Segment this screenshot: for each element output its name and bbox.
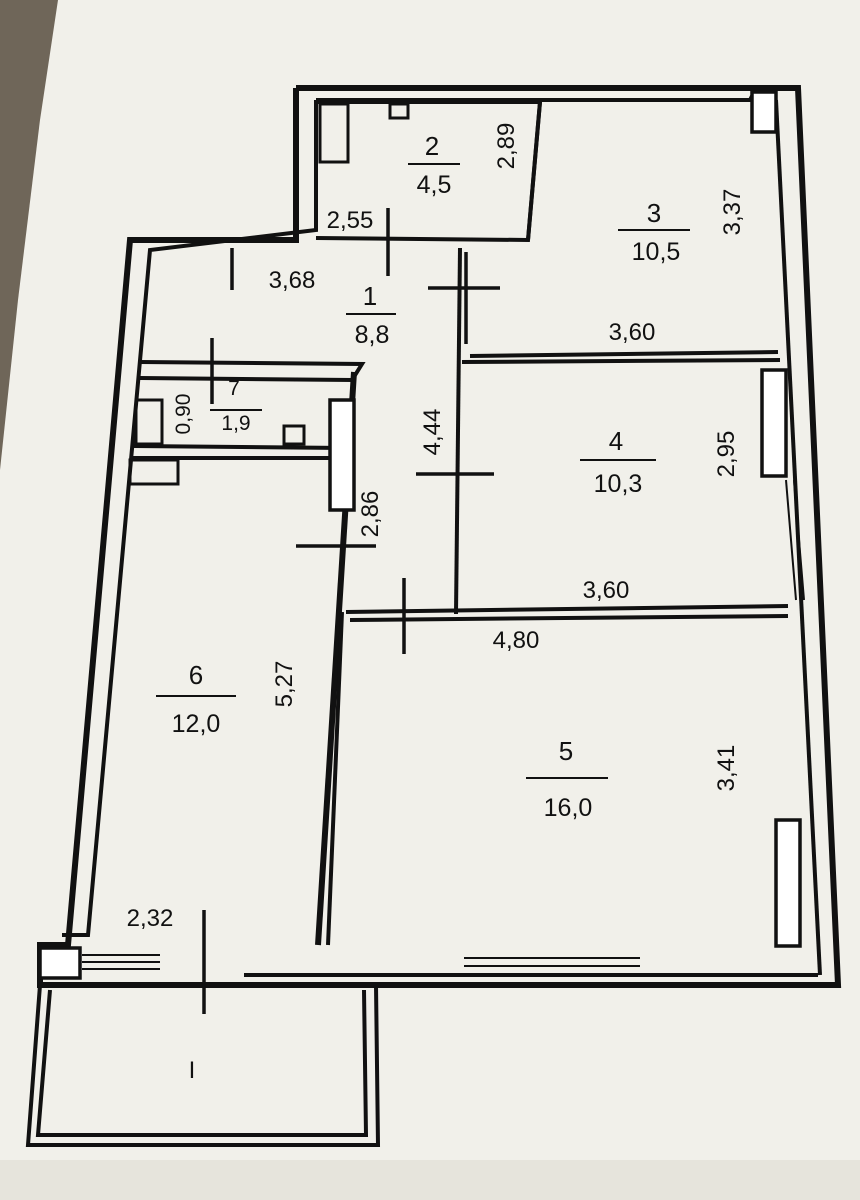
- door-markers: [202, 208, 500, 1014]
- room-1-area: 8,8: [355, 321, 390, 349]
- room-2-number: 2: [425, 131, 439, 161]
- room-3-area: 10,5: [632, 238, 681, 266]
- dimension-3-41: 3,41: [713, 745, 740, 792]
- room-5-number: 5: [559, 736, 573, 766]
- room-5-label: 5 16,0: [526, 736, 608, 822]
- balcony-mark: I: [189, 1057, 196, 1084]
- room-6-label: 6 12,0: [156, 660, 236, 738]
- room-3-number: 3: [647, 198, 661, 228]
- room-6-area: 12,0: [172, 710, 221, 738]
- room-7-number: 7: [228, 377, 240, 400]
- dimension-5-27: 5,27: [271, 661, 298, 708]
- room-4-number: 4: [609, 426, 623, 456]
- dimension-3-60-mid: 3,60: [583, 577, 630, 604]
- dimension-2-95: 2,95: [713, 431, 740, 478]
- windows: [38, 90, 805, 980]
- room-6-number: 6: [189, 660, 203, 690]
- dimension-3-60-top: 3,60: [609, 319, 656, 346]
- dimension-3-68: 3,68: [269, 267, 316, 294]
- dimension-4-44: 4,44: [419, 409, 446, 456]
- dimension-0-90: 0,90: [172, 394, 195, 435]
- room-4-label: 4 10,3: [580, 426, 656, 498]
- room-2-area: 4,5: [417, 171, 452, 199]
- room-1-number: 1: [363, 281, 377, 311]
- room-2-label: 2 4,5: [408, 131, 460, 199]
- room-7-label: 7 1,9: [210, 377, 262, 435]
- room-4-area: 10,3: [594, 470, 643, 498]
- dimension-2-55: 2,55: [327, 207, 374, 234]
- interior-walls: [128, 247, 789, 946]
- dimension-2-86: 2,86: [357, 491, 384, 538]
- room-5-area: 16,0: [544, 794, 593, 822]
- dimension-3-37: 3,37: [719, 189, 746, 236]
- dimension-4-80: 4,80: [493, 627, 540, 654]
- room-2-walls: [315, 100, 543, 243]
- balcony: [25, 984, 381, 1147]
- room-7-area: 1,9: [221, 412, 250, 435]
- room-3-label: 3 10,5: [618, 198, 690, 266]
- dimension-2-89: 2,89: [493, 123, 520, 170]
- dimension-2-32: 2,32: [127, 905, 174, 932]
- room-1-label: 1 8,8: [346, 281, 396, 349]
